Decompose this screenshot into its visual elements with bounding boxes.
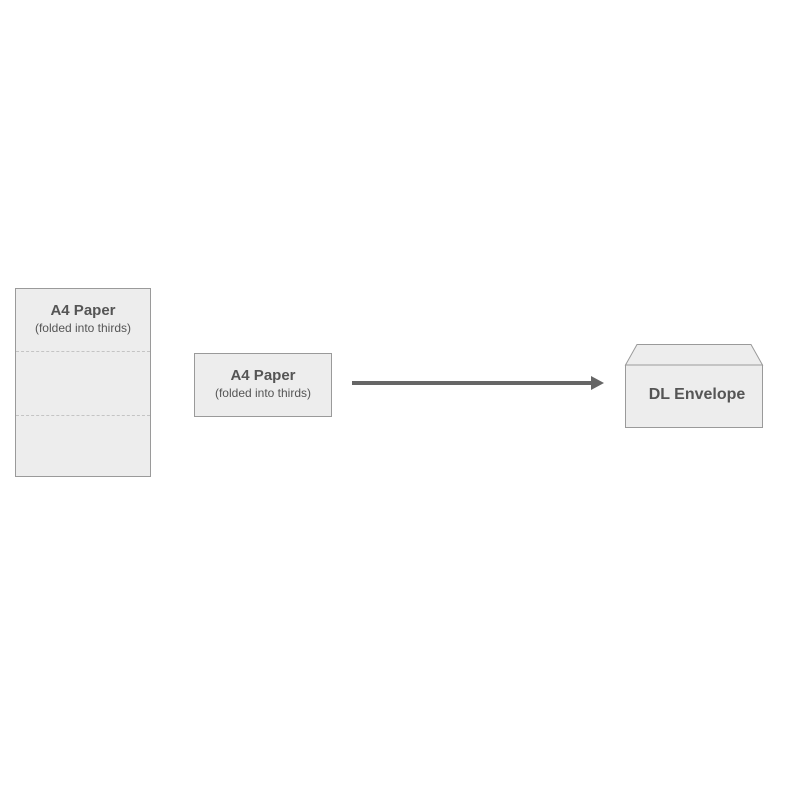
- arrow-head: [591, 376, 604, 390]
- unfolded-sheet-subtitle: (folded into thirds): [34, 321, 132, 335]
- envelope-flap: [624, 344, 764, 366]
- unfolded-sheet-label: A4 Paper (folded into thirds): [16, 302, 150, 336]
- folded-sheet-label: A4 Paper (folded into thirds): [195, 367, 331, 401]
- unfolded-sheet-title: A4 Paper: [50, 302, 116, 319]
- envelope-icon: [624, 344, 764, 428]
- fold-line-top: [16, 351, 150, 352]
- dl-envelope: DL Envelope: [624, 343, 764, 429]
- folded-sheet-subtitle: (folded into thirds): [214, 386, 312, 400]
- folded-sheet-title: A4 Paper: [230, 367, 296, 384]
- a4-sheet-folded: A4 Paper (folded into thirds): [194, 353, 332, 417]
- a4-sheet-unfolded: A4 Paper (folded into thirds): [15, 288, 151, 477]
- arrow-right-icon: [352, 376, 604, 390]
- fold-line-bottom: [16, 415, 150, 416]
- envelope-body: [625, 364, 763, 428]
- envelope-label: DL Envelope: [648, 386, 746, 403]
